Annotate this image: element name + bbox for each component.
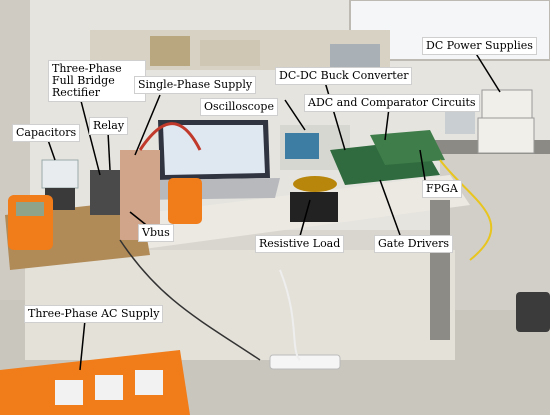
label-gate-drivers: Gate Drivers <box>374 235 453 253</box>
resistive-load-base <box>290 192 338 222</box>
power-strip <box>269 354 341 370</box>
label-dc-dc-buck-converter: DC-DC Buck Converter <box>275 67 413 85</box>
capacitor-box <box>41 159 79 189</box>
multimeter-right <box>168 178 202 224</box>
resistive-load-coil <box>293 176 337 192</box>
ac-socket-2 <box>95 375 123 400</box>
right-cabinet <box>440 150 550 310</box>
ac-socket-3 <box>135 370 163 395</box>
label-three-phase-ac-supply: Three-Phase AC Supply <box>24 305 164 323</box>
black-cable <box>119 239 261 361</box>
annotation-arrows <box>47 51 501 371</box>
label-three-phase-full-bridge-rectifier: Three-Phase Full Bridge Rectifier <box>48 60 146 102</box>
oscilloscope-screen <box>285 133 319 159</box>
multimeter-left-screen <box>16 202 44 216</box>
trash-bin <box>516 292 550 332</box>
pcb-board-second <box>370 130 445 165</box>
back-box-1 <box>150 36 190 66</box>
label-relay: Relay <box>89 117 129 135</box>
floor-cable <box>279 269 301 361</box>
dc-supply-1 <box>481 89 533 121</box>
desk-leg-right <box>430 200 450 340</box>
label-oscilloscope: Oscilloscope <box>200 98 278 116</box>
laptop-display <box>163 125 265 175</box>
label-resistive-load: Resistive Load <box>255 235 345 253</box>
laptop-base <box>140 178 280 200</box>
label-fpga: FPGA <box>422 180 462 198</box>
red-cable <box>138 122 202 151</box>
yellow-cable <box>439 159 493 261</box>
label-adc-and-comparator-circuits: ADC and Comparator Circuits <box>304 94 480 112</box>
dc-monitor <box>445 108 475 134</box>
back-box-2 <box>200 40 260 66</box>
ac-socket-1 <box>55 380 83 405</box>
label-dc-power-supplies: DC Power Supplies <box>422 37 537 55</box>
back-box-3 <box>330 44 380 68</box>
label-single-phase-supply: Single-Phase Supply <box>134 76 257 94</box>
dc-supply-2 <box>477 117 535 154</box>
label-vbus: Vbus <box>138 224 174 242</box>
label-capacitors: Capacitors <box>12 124 81 142</box>
